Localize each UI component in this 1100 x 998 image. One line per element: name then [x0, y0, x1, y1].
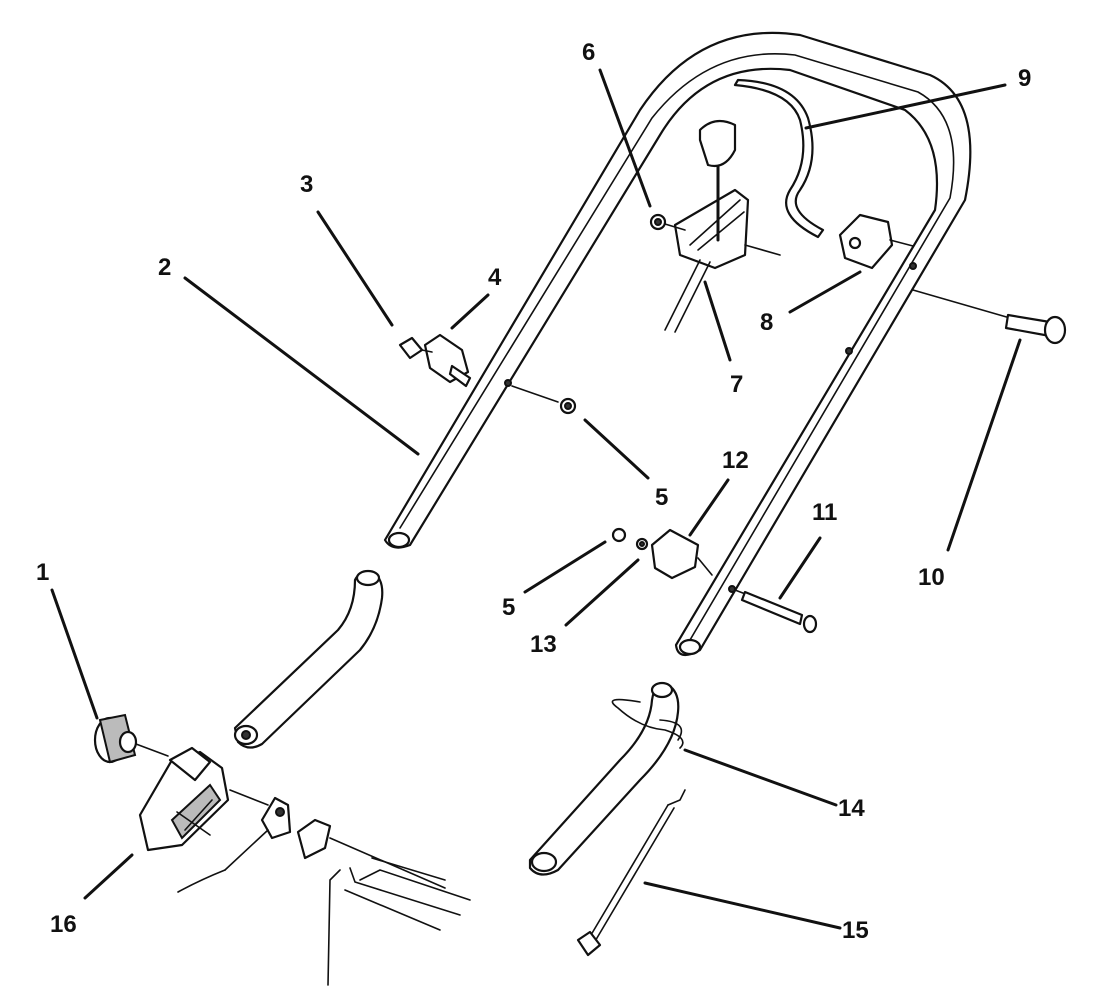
- callout-15: 15: [842, 917, 869, 944]
- callout-8: 8: [760, 309, 773, 336]
- callout-10: 10: [918, 564, 945, 591]
- cable-clamp: [838, 213, 914, 270]
- nut-6: [649, 213, 686, 231]
- bolt-10: [912, 289, 1067, 345]
- callout-14: 14: [838, 795, 865, 822]
- callout-labels: 1 2 3 4 5 5 6 7 8 9 10 11 12 13 14 15 16: [36, 39, 1031, 944]
- callout-1: 1: [36, 559, 49, 586]
- upper-handle: [383, 31, 972, 657]
- callout-4: 4: [488, 264, 502, 291]
- deck-bracket: [177, 796, 471, 986]
- lower-handle-right: [528, 681, 684, 876]
- callout-leaders: [50, 68, 1022, 930]
- control-rod: [576, 789, 686, 957]
- callout-11: 11: [812, 499, 837, 526]
- throttle-cable: [733, 78, 825, 239]
- handle-bracket: [138, 746, 269, 852]
- handle-knob: [93, 713, 169, 764]
- callout-13: 13: [530, 631, 557, 658]
- callout-16: 16: [50, 911, 77, 938]
- handle-bracket-hardware: [611, 527, 818, 634]
- callout-5a: 5: [655, 484, 668, 511]
- callout-7: 7: [730, 371, 743, 398]
- shift-control-assembly: [664, 119, 781, 333]
- callout-5b: 5: [502, 594, 515, 621]
- callout-6: 6: [582, 39, 595, 66]
- callout-2: 2: [158, 254, 171, 281]
- lower-handle-left: [233, 569, 384, 749]
- cable-tie-clip: [398, 333, 472, 388]
- callout-12: 12: [722, 447, 749, 474]
- callout-3: 3: [300, 171, 313, 198]
- callout-9: 9: [1018, 65, 1031, 92]
- nut-5-upper: [511, 385, 577, 415]
